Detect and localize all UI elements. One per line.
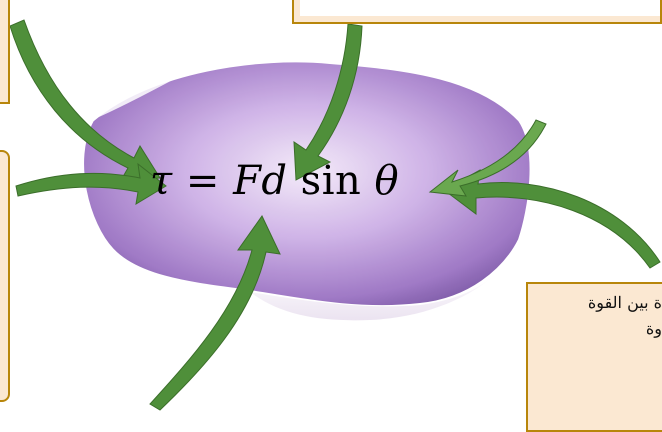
definition-box-left xyxy=(0,150,10,402)
arrow-bottom xyxy=(150,216,280,410)
formula-theta: θ xyxy=(374,158,399,204)
arrow-right xyxy=(444,170,660,268)
diagram-canvas: ة بين القوة وة τ = Fd sin θ xyxy=(0,0,662,418)
arrow-left xyxy=(16,164,166,204)
arrow-top-center xyxy=(294,24,362,180)
formula-tau: τ xyxy=(150,158,173,204)
definition-text-bottom-right: ة بين القوة وة xyxy=(502,290,662,342)
arrow-top-left xyxy=(10,20,160,182)
formula-sin: sin xyxy=(301,158,362,204)
formula-equals: = xyxy=(186,158,220,204)
definition-box-top xyxy=(292,0,662,24)
formula-force-distance: Fd xyxy=(233,158,287,204)
definition-box-bottom-right: ة بين القوة وة xyxy=(526,282,662,432)
torque-formula: τ = Fd sin θ xyxy=(150,158,399,204)
definition-box-top-left xyxy=(0,0,10,104)
definition-box-top-content xyxy=(300,0,660,16)
